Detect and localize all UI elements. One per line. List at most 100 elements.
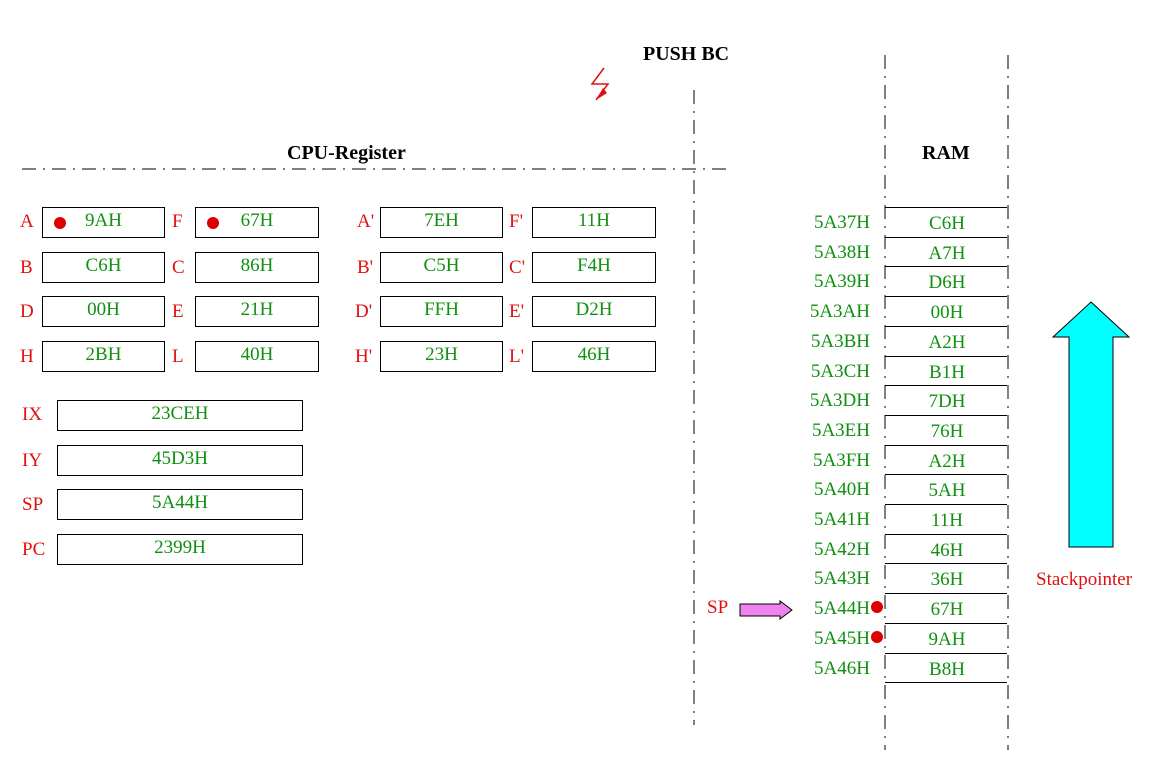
register-c-value: 86H <box>240 255 274 276</box>
register-l-value: 40H <box>240 344 274 365</box>
ram-value: 67H <box>930 599 964 620</box>
register-b-alt-value: C5H <box>423 255 460 276</box>
register-label-d-alt: D' <box>355 301 373 322</box>
register-label-ix: IX <box>22 404 43 425</box>
register-label-e: E <box>172 301 184 322</box>
marker-dot-icon <box>871 631 883 643</box>
register-pc-box: 2399H <box>57 534 303 565</box>
ram-address: 5A46H <box>814 658 870 679</box>
ram-value: 36H <box>930 569 964 590</box>
ram-row-separator <box>885 296 1007 297</box>
ram-row-separator <box>885 237 1007 238</box>
ram-address: 5A45H <box>814 628 870 649</box>
ram-address: 5A3AH <box>809 301 870 322</box>
ram-address: 5A3DH <box>809 390 870 411</box>
ram-address: 5A39H <box>814 271 870 292</box>
ram-row-separator <box>885 356 1007 357</box>
register-iy-value: 45D3H <box>152 448 208 469</box>
ram-value: 5AH <box>928 480 966 501</box>
ram-row-separator <box>885 504 1007 505</box>
register-b-alt-box: C5H <box>380 252 503 283</box>
ram-address: 5A41H <box>814 509 870 530</box>
ram-row-separator <box>885 415 1007 416</box>
register-label-f-alt: F' <box>509 211 523 232</box>
register-label-e-alt: E' <box>509 301 525 322</box>
marker-dot-icon <box>871 601 883 613</box>
ram-section-title: RAM <box>922 142 970 164</box>
register-e-alt-box: D2H <box>532 296 656 327</box>
register-c-box: 86H <box>195 252 319 283</box>
ram-value: C6H <box>929 213 965 234</box>
register-label-a: A <box>20 211 34 232</box>
ram-address: 5A38H <box>814 242 870 263</box>
register-label-b: B <box>20 257 33 278</box>
ram-address: 5A42H <box>814 539 870 560</box>
register-c-alt-box: F4H <box>532 252 656 283</box>
register-a-alt-value: 7EH <box>424 210 459 231</box>
register-h-box: 2BH <box>42 341 165 372</box>
register-a-alt-box: 7EH <box>380 207 503 238</box>
register-iy-box: 45D3H <box>57 445 303 476</box>
sp-pointer-arrow-icon <box>739 600 793 620</box>
register-ix-box: 23CEH <box>57 400 303 431</box>
ram-address: 5A3CH <box>810 361 870 382</box>
ram-row-separator <box>885 445 1007 446</box>
ram-value: 7DH <box>928 391 966 412</box>
register-label-iy: IY <box>22 450 43 471</box>
ram-row-separator <box>885 563 1007 564</box>
ram-value: 9AH <box>928 629 966 650</box>
register-b-value: C6H <box>85 255 122 276</box>
ram-row-separator <box>885 653 1007 654</box>
register-d-value: 00H <box>87 299 120 320</box>
register-sp-box: 5A44H <box>57 489 303 520</box>
ram-address: 5A3EH <box>811 420 870 441</box>
register-label-d: D <box>20 301 34 322</box>
register-f-box: 67H <box>195 207 319 238</box>
ram-row-separator <box>885 326 1007 327</box>
ram-value: 46H <box>930 540 964 561</box>
stackpointer-label: Stackpointer <box>1036 569 1133 590</box>
register-d-box: 00H <box>42 296 165 327</box>
ram-value: B1H <box>929 362 965 383</box>
register-l-alt-box: 46H <box>532 341 656 372</box>
ram-value: 76H <box>930 421 964 442</box>
ram-row-separator <box>885 623 1007 624</box>
lightning-icon <box>590 67 610 101</box>
register-f-alt-value: 11H <box>577 210 611 231</box>
ram-address: 5A3FH <box>812 450 870 471</box>
register-label-c-alt: C' <box>509 257 526 278</box>
ram-value: A2H <box>928 332 966 353</box>
ram-value: 00H <box>930 302 964 323</box>
register-pc-value: 2399H <box>154 537 206 558</box>
marker-dot-icon <box>207 217 219 229</box>
ram-row-separator <box>885 682 1007 683</box>
register-a-value: 9AH <box>85 210 122 231</box>
ram-value: A2H <box>928 451 966 472</box>
ram-row-separator <box>885 474 1007 475</box>
register-ix-value: 23CEH <box>151 403 209 424</box>
ram-row-separator <box>885 534 1007 535</box>
register-label-b-alt: B' <box>357 257 374 278</box>
ram-address: 5A37H <box>814 212 870 233</box>
register-h-value: 2BH <box>85 344 122 365</box>
register-h-alt-box: 23H <box>380 341 503 372</box>
ram-value: 11H <box>930 510 964 531</box>
ram-address: 5A43H <box>814 568 870 589</box>
register-label-c: C <box>172 257 185 278</box>
register-label-sp: SP <box>22 494 44 515</box>
register-label-f: F <box>172 211 183 232</box>
ram-row-separator <box>885 593 1007 594</box>
register-sp-value: 5A44H <box>152 492 208 513</box>
sp-pointer-label: SP <box>707 597 729 618</box>
ram-value: A7H <box>928 243 966 264</box>
register-b-box: C6H <box>42 252 165 283</box>
ram-value: D6H <box>928 272 966 293</box>
ram-value: B8H <box>929 659 965 680</box>
register-a-box: 9AH <box>42 207 165 238</box>
register-h-alt-value: 23H <box>425 344 458 365</box>
register-l-alt-value: 46H <box>577 344 611 365</box>
ram-address: 5A44H <box>814 598 870 619</box>
register-l-box: 40H <box>195 341 319 372</box>
